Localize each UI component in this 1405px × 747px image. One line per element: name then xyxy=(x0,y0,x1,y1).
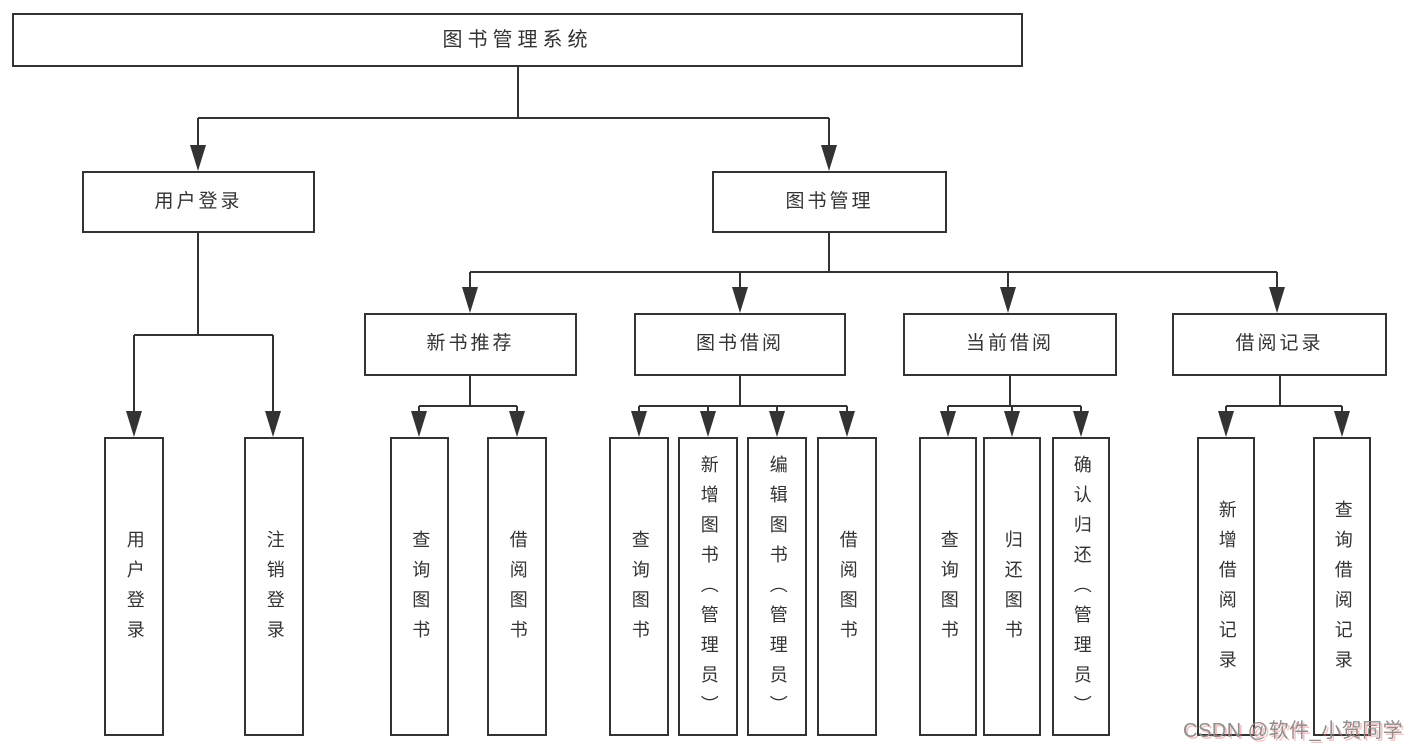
leaf-borrow-borrow-books: 借阅图书 xyxy=(817,437,877,736)
leaf-current-query-books: 查询图书 xyxy=(919,437,977,736)
leaf-current-confirm-return-admin: 确认归还（管理员） xyxy=(1052,437,1110,736)
leaf-borrow-edit-books-admin: 编辑图书（管理员） xyxy=(747,437,807,736)
csdn-watermark: CSDN @软件_小贺同学 xyxy=(1183,720,1404,742)
node-new-book-recommend: 新书推荐 xyxy=(364,313,577,376)
node-book-borrowing: 图书借阅 xyxy=(634,313,846,376)
connector-root-to-level2 xyxy=(190,67,837,171)
leaf-borrow-query-books: 查询图书 xyxy=(609,437,669,736)
node-current-borrowing: 当前借阅 xyxy=(903,313,1117,376)
leaf-user-login: 用户登录 xyxy=(104,437,164,736)
node-borrowing-records: 借阅记录 xyxy=(1172,313,1387,376)
connector-user-login-to-leaves xyxy=(126,233,281,437)
leaf-newbooks-query-books: 查询图书 xyxy=(390,437,449,736)
leaf-logout: 注销登录 xyxy=(244,437,304,736)
leaf-records-add-record: 新增借阅记录 xyxy=(1197,437,1255,736)
connector-borrow-records-to-leaves xyxy=(1218,376,1350,437)
node-library-system: 图书管理系统 xyxy=(12,13,1023,67)
leaf-current-return-books: 归还图书 xyxy=(983,437,1041,736)
connector-new-books-to-leaves xyxy=(411,376,525,437)
connector-current-borrow-to-leaves xyxy=(940,376,1089,437)
node-book-management: 图书管理 xyxy=(712,171,947,233)
leaf-borrow-add-books-admin: 新增图书（管理员） xyxy=(678,437,738,736)
leaf-newbooks-borrow-books: 借阅图书 xyxy=(487,437,547,736)
leaf-records-query-record: 查询借阅记录 xyxy=(1313,437,1371,736)
connector-book-borrow-to-leaves xyxy=(631,376,855,437)
connector-book-mgmt-to-level3 xyxy=(462,233,1285,313)
node-user-login: 用户登录 xyxy=(82,171,315,233)
